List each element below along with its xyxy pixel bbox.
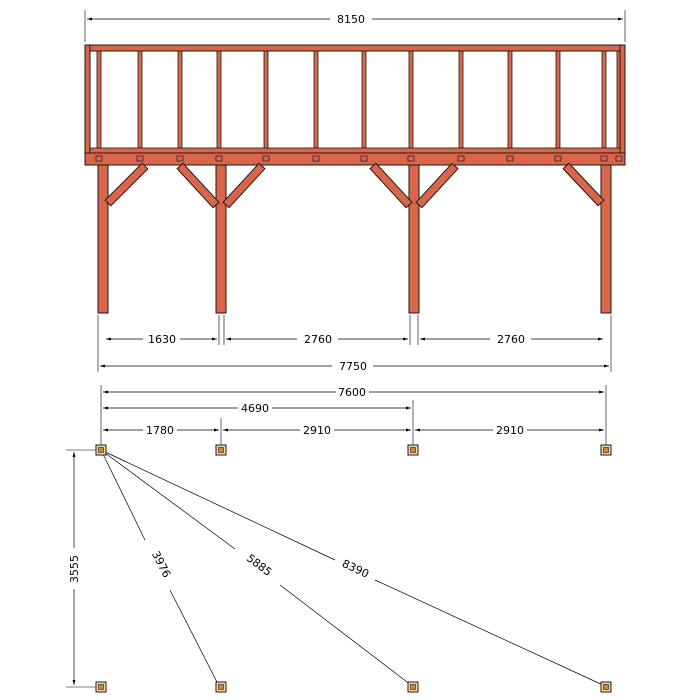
footing-anchor (410, 447, 416, 453)
spacing-label-2: 2760 (304, 333, 332, 346)
post (408, 164, 420, 314)
beam-joint (215, 155, 223, 162)
knee-brace (562, 162, 605, 207)
beam-joint (600, 155, 608, 162)
lower-inner-rail (89, 147, 621, 154)
front-elevation: 8150 1630 2760 2760 7750 (84, 10, 626, 373)
slat (408, 50, 414, 158)
post (215, 164, 227, 314)
footing (95, 681, 107, 693)
plan-depth-dimension: 3555 (66, 449, 98, 688)
footing (600, 444, 612, 456)
knee-brace (369, 162, 413, 209)
foundation-plan: 7600 4690 1780 2910 2910 3555 (66, 385, 612, 693)
knee-brace (415, 162, 459, 209)
plan-overall-width-label: 7600 (338, 386, 366, 399)
footing (600, 681, 612, 693)
plan-partial-width-label: 4690 (241, 402, 269, 415)
plan-spacing-label-2: 2910 (303, 424, 331, 437)
plan-partial-width: 4690 (103, 402, 411, 415)
knee-brace (222, 162, 266, 209)
beam-joint (136, 155, 144, 162)
footings (95, 444, 612, 693)
footing (95, 444, 107, 456)
post (97, 164, 109, 314)
footing-anchor (98, 447, 104, 453)
footing (215, 681, 227, 693)
footing (407, 444, 419, 456)
beam-joint (506, 155, 514, 162)
beam-joint (457, 155, 465, 162)
diagonal-label-2: 5885 (244, 552, 274, 579)
plan-spacings: 1780 2910 2910 (103, 424, 604, 437)
diagonal-label-1: 3976 (149, 549, 173, 580)
footing-anchor (410, 684, 416, 690)
plan-spacing-label-3: 2910 (496, 424, 524, 437)
plan-depth-label: 3555 (68, 555, 81, 583)
beam-joint (262, 155, 270, 162)
footing-anchor (218, 447, 224, 453)
post-total-label: 7750 (339, 360, 367, 373)
slat (361, 50, 367, 158)
main-beam (84, 152, 626, 166)
top-rail (84, 44, 626, 52)
spacing-label-3: 2760 (497, 333, 525, 346)
slat (601, 50, 607, 158)
roof-frame (84, 44, 626, 314)
spacing-label-1: 1630 (148, 333, 176, 346)
footing-anchor (603, 684, 609, 690)
post (600, 164, 612, 314)
beam-joint (176, 155, 184, 162)
footing-anchor (603, 447, 609, 453)
footing-anchor (98, 684, 104, 690)
knee-brace (104, 162, 149, 207)
knee-brace (176, 162, 220, 209)
slat (507, 50, 513, 158)
beam-joint (312, 155, 320, 162)
slat (96, 50, 102, 158)
footing (215, 444, 227, 456)
upper-end-post-right (619, 44, 626, 164)
post-spacing-dimensions: 1630 2760 2760 7750 (97, 315, 612, 373)
plan-overall-width: 7600 (103, 386, 604, 399)
diagonal-label-3: 8390 (340, 557, 371, 581)
footing (407, 681, 419, 693)
slat (137, 50, 143, 158)
plan-spacing-label-1: 1780 (146, 424, 174, 437)
plan-diagonals: 3976 5885 8390 (100, 449, 606, 687)
slat (216, 50, 222, 158)
slat (555, 50, 561, 158)
footing-anchor (218, 684, 224, 690)
beam-joint (95, 155, 103, 162)
beam-joint (407, 155, 415, 162)
upper-end-post-left (84, 44, 91, 164)
slat (313, 50, 319, 158)
overall-width-label: 8150 (337, 13, 365, 26)
beam-joint (615, 155, 623, 162)
overall-width-dimension: 8150 (84, 10, 626, 42)
slat (458, 50, 464, 158)
beam-joint (360, 155, 368, 162)
beam-joint (554, 155, 562, 162)
slat (177, 50, 183, 158)
slat (263, 50, 269, 158)
